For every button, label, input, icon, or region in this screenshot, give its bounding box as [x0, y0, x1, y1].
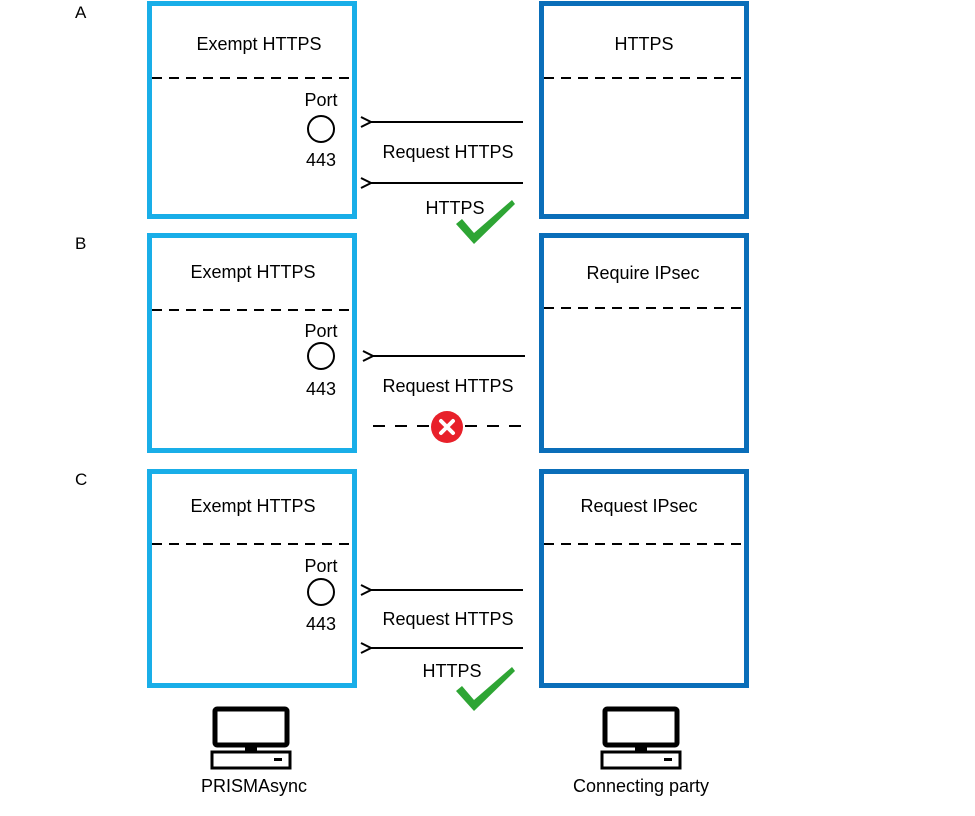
right-title-b: Require IPsec: [586, 263, 699, 283]
request-label-a: Request HTTPS: [382, 142, 513, 162]
response-label-a: HTTPS: [425, 198, 484, 218]
response-label-c: HTTPS: [422, 661, 481, 681]
computer-icon: [600, 706, 682, 770]
port-label-a: Port: [304, 90, 337, 110]
left-title-c: Exempt HTTPS: [190, 496, 315, 516]
right-box-b: [539, 233, 749, 453]
section-label-b: B: [75, 234, 86, 253]
request-label-b: Request HTTPS: [382, 376, 513, 396]
section-c: C Exempt HTTPS Port 443 Request IPsec Re…: [75, 469, 749, 711]
right-box-c: [539, 469, 749, 688]
section-b: B Exempt HTTPS Port 443 Require IPsec Re…: [75, 233, 749, 453]
computer-icon: [210, 706, 292, 770]
checkmark-icon: [456, 667, 515, 711]
port-label-c: Port: [304, 556, 337, 576]
right-title-a: HTTPS: [614, 34, 673, 54]
request-label-c: Request HTTPS: [382, 609, 513, 629]
left-title-a: Exempt HTTPS: [196, 34, 321, 54]
right-title-c: Request IPsec: [580, 496, 697, 516]
section-a: A Exempt HTTPS Port 443 HTTPS Request HT…: [75, 1, 749, 244]
error-icon: [431, 411, 463, 443]
port-circle-a: [307, 115, 335, 143]
port-number-a: 443: [306, 150, 336, 170]
computer-label-connecting-party: Connecting party: [573, 776, 709, 796]
port-number-b: 443: [306, 379, 336, 399]
left-title-b: Exempt HTTPS: [190, 262, 315, 282]
left-box-c: [147, 469, 357, 688]
computer-label-prismasync: PRISMAsync: [201, 776, 307, 796]
left-box-b: [147, 233, 357, 453]
section-label-c: C: [75, 470, 87, 489]
port-circle-b: [307, 342, 335, 370]
port-label-b: Port: [304, 321, 337, 341]
port-circle-c: [307, 578, 335, 606]
checkmark-icon: [456, 200, 515, 244]
port-number-c: 443: [306, 614, 336, 634]
right-box-a: [539, 1, 749, 219]
left-box-a: [147, 1, 357, 219]
section-label-a: A: [75, 3, 87, 22]
